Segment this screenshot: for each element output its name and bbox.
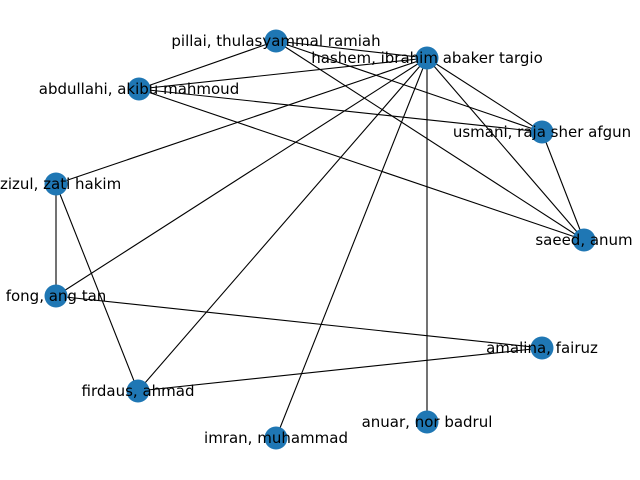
edge-pillai-abdullahi: [138, 40, 277, 90]
node-label-pillai: pillai, thulasyammal ramiah: [171, 32, 380, 50]
edge-usmani-saeed: [541, 131, 585, 241]
node-pillai: [264, 29, 288, 53]
edge-azizul-firdaus: [55, 183, 139, 392]
node-label-azizul: azizul, zati hakim: [0, 175, 121, 193]
node-firdaus: [126, 379, 150, 403]
edge-abdullahi-usmani: [138, 88, 543, 133]
node-saeed: [572, 228, 596, 252]
node-abdullahi: [127, 77, 151, 101]
edge-hashem-azizul: [55, 57, 428, 185]
node-label-hashem: hashem, ibrahim abaker targio: [311, 49, 543, 67]
edges-layer: [55, 40, 585, 439]
node-label-saeed: saeed, anum: [535, 231, 632, 249]
edge-hashem-saeed: [426, 57, 585, 241]
node-anuar: [415, 410, 439, 434]
edge-hashem-fong: [55, 57, 428, 297]
node-label-amalina: amalina, fairuz: [486, 339, 598, 357]
edge-hashem-usmani: [426, 57, 543, 133]
node-label-imran: imran, muhammad: [204, 429, 348, 447]
edge-pillai-hashem: [275, 40, 428, 59]
node-label-anuar: anuar, nor badrul: [362, 413, 493, 431]
nodes-layer: [44, 29, 596, 450]
node-label-usmani: usmani, raja sher afgun: [453, 123, 631, 141]
node-label-abdullahi: abdullahi, akibu mahmoud: [39, 80, 239, 98]
edge-abdullahi-hashem: [138, 57, 428, 90]
edge-abdullahi-saeed: [138, 88, 585, 241]
node-usmani: [530, 120, 554, 144]
node-amalina: [530, 336, 554, 360]
node-hashem: [415, 46, 439, 70]
node-imran: [264, 426, 288, 450]
node-label-fong: fong, ang tan: [6, 287, 107, 305]
node-fong: [44, 284, 68, 308]
edge-fong-amalina: [55, 295, 543, 349]
node-azizul: [44, 172, 68, 196]
node-label-firdaus: firdaus, ahmad: [82, 382, 195, 400]
edge-pillai-saeed: [275, 40, 585, 241]
edge-pillai-usmani: [275, 40, 543, 133]
edge-hashem-imran: [275, 57, 428, 439]
edge-hashem-firdaus: [137, 57, 428, 392]
edge-amalina-firdaus: [137, 347, 543, 392]
